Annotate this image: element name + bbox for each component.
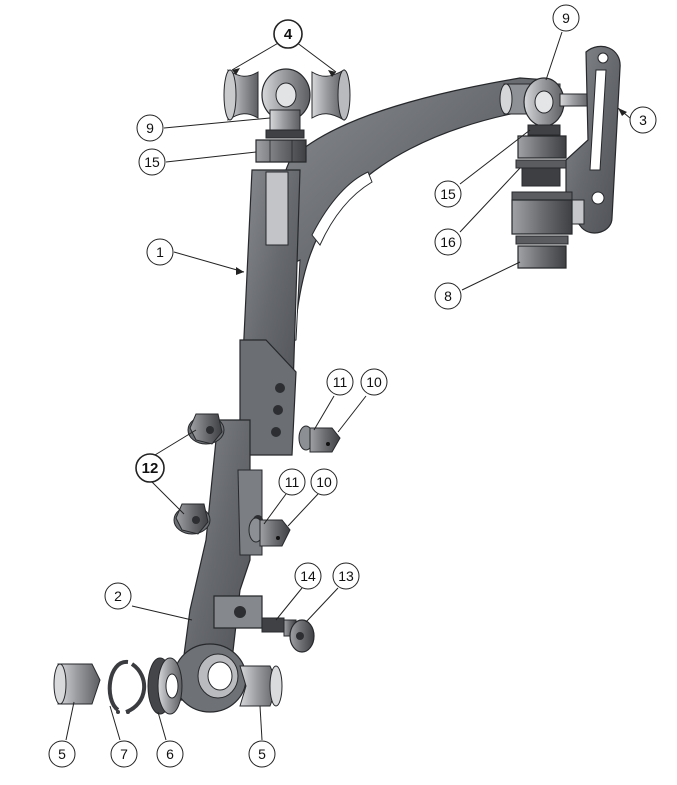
top-rod-end-assembly — [223, 68, 351, 163]
callout-number: 5 — [58, 746, 66, 762]
callout-circle — [552, 4, 580, 32]
lower-link-part — [173, 419, 263, 713]
callout-c10a: 10 — [360, 368, 388, 396]
callout-circle — [310, 468, 338, 496]
callout-number: 5 — [258, 746, 266, 762]
callout-circle — [156, 740, 184, 768]
leader-lines — [65, 31, 631, 741]
callout-circle — [360, 368, 388, 396]
callout-number: 9 — [146, 120, 154, 136]
callout-c1: 1 — [146, 238, 174, 266]
callout-circle — [434, 228, 462, 256]
callout-circle — [48, 740, 76, 768]
callout-number: 10 — [366, 374, 382, 390]
callout-c9a: 9 — [136, 114, 164, 142]
callout-circle — [110, 740, 138, 768]
spherical-bearing — [147, 657, 183, 715]
callout-circle — [248, 740, 276, 768]
callout-c15a: 15 — [138, 148, 166, 176]
flange-nut-upper — [187, 413, 225, 445]
upper-arm-part — [239, 77, 549, 456]
callout-circle — [146, 238, 174, 266]
callout-circle — [138, 148, 166, 176]
callout-circle — [332, 562, 360, 590]
callout-c12: 12 — [135, 453, 165, 483]
callout-number: 2 — [114, 588, 122, 604]
callout-number: 15 — [144, 154, 160, 170]
callout-number: 6 — [166, 746, 174, 762]
callout-number: 15 — [440, 186, 456, 202]
callout-circle — [326, 368, 354, 396]
callout-circle — [294, 562, 322, 590]
callout-c11a: 11 — [326, 368, 354, 396]
bolt-lower — [248, 517, 291, 547]
callout-number: 8 — [444, 288, 452, 304]
callout-circle — [278, 468, 306, 496]
flange-nut-lower — [173, 503, 211, 535]
callout-number: 10 — [316, 474, 332, 490]
callout-c4: 4 — [273, 19, 303, 49]
callout-number: 13 — [338, 568, 354, 584]
right-rod-end-assembly — [499, 45, 621, 269]
callout-c15b: 15 — [434, 180, 462, 208]
callout-c10b: 10 — [310, 468, 338, 496]
pinch-bolt — [261, 617, 315, 653]
leader-arrowheads — [232, 68, 627, 275]
callout-number: 9 — [562, 10, 570, 26]
callout-c2: 2 — [104, 582, 132, 610]
circlip — [107, 660, 147, 714]
callout-circle — [135, 453, 165, 483]
callout-circle — [136, 114, 164, 142]
callout-number: 11 — [333, 374, 348, 390]
callout-number: 4 — [284, 26, 293, 43]
callout-number: 16 — [440, 234, 456, 250]
callout-c8: 8 — [434, 282, 462, 310]
callout-circle — [104, 582, 132, 610]
callout-circle — [434, 180, 462, 208]
callout-circle — [434, 282, 462, 310]
callout-number: 14 — [300, 568, 316, 584]
spacer-left — [53, 663, 101, 705]
spacer-right — [239, 665, 283, 707]
callout-c11b: 11 — [278, 468, 306, 496]
callout-circle — [629, 106, 657, 134]
callout-c3: 3 — [629, 106, 657, 134]
callout-circle — [273, 19, 303, 49]
callout-number: 12 — [142, 460, 159, 477]
callout-number: 11 — [285, 474, 300, 490]
bolt-upper — [298, 425, 341, 453]
callout-c14: 14 — [294, 562, 322, 590]
callout-number: 7 — [120, 746, 128, 762]
callout-c5b: 5 — [248, 740, 276, 768]
callout-c13: 13 — [332, 562, 360, 590]
callout-number: 3 — [639, 112, 647, 128]
callout-c9b: 9 — [552, 4, 580, 32]
callout-c16: 16 — [434, 228, 462, 256]
callout-number: 1 — [156, 244, 164, 260]
callout-c7: 7 — [110, 740, 138, 768]
callout-c6: 6 — [156, 740, 184, 768]
callout-balloons: 4 9 15 1 9 3 15 16 8 11 10 12 11 10 14 13 2 5 7 6 5 — [48, 4, 657, 768]
callout-c5a: 5 — [48, 740, 76, 768]
